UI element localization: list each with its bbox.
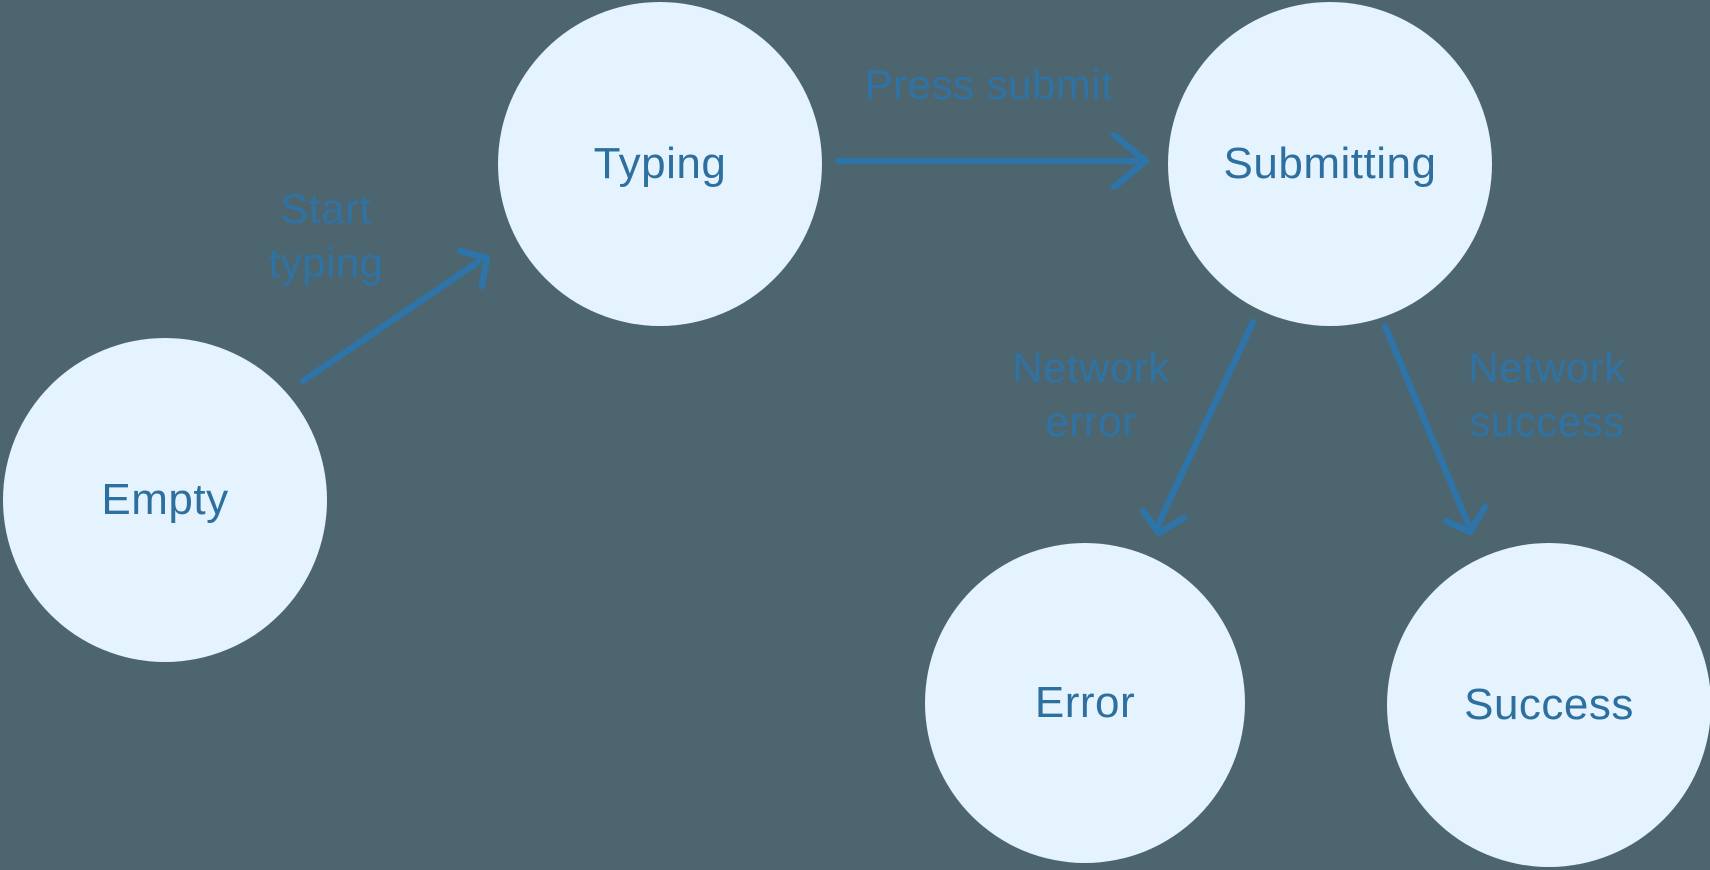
state-node-error: Error — [925, 543, 1245, 863]
state-node-typing: Typing — [498, 2, 822, 326]
transition-label-network-error: Network error — [1012, 344, 1170, 445]
transition-label-press-submit: Press submit — [864, 61, 1114, 108]
state-node-submitting: Submitting — [1168, 2, 1492, 326]
arrowhead-typing-to-submitting — [1110, 131, 1150, 191]
state-label-success: Success — [1464, 680, 1634, 729]
arrowhead-submitting-to-error — [1139, 507, 1188, 537]
state-node-success: Success — [1387, 543, 1710, 867]
transition-label-start-typing: Start typing — [268, 185, 384, 286]
arrow-empty-to-typing — [299, 258, 482, 385]
arrowhead-submitting-to-success — [1442, 503, 1489, 536]
state-label-error: Error — [1034, 678, 1136, 727]
arrow-submitting-to-success — [1381, 322, 1472, 528]
state-label-submitting: Submitting — [1223, 139, 1437, 188]
arrowhead-empty-to-typing — [456, 247, 491, 290]
state-label-typing: Typing — [593, 139, 727, 188]
state-node-empty: Empty — [3, 338, 327, 662]
transition-label-network-success: Network success — [1468, 344, 1626, 445]
state-label-empty: Empty — [101, 475, 229, 524]
arrow-submitting-to-error — [1153, 318, 1257, 531]
